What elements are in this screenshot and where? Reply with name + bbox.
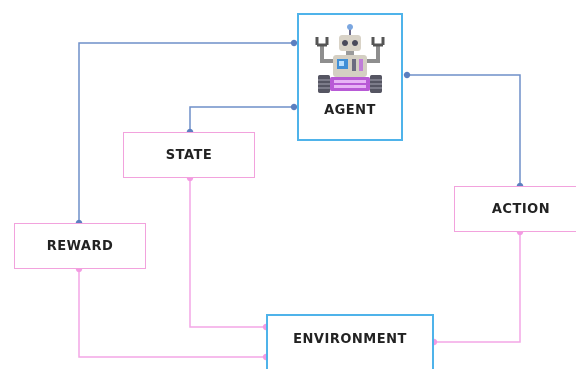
state-label: STATE	[165, 147, 213, 163]
environment-node[interactable]: ENVIRONMENT	[266, 314, 434, 369]
agent-node[interactable]: AGENT	[297, 13, 403, 141]
dot	[403, 71, 411, 79]
edge-agent-action	[407, 74, 521, 186]
robot-icon	[315, 24, 385, 93]
edge-agent-reward	[78, 42, 294, 223]
reward-node[interactable]: REWARD	[14, 223, 146, 269]
agent-label: AGENT	[324, 103, 376, 118]
action-node[interactable]: ACTION	[454, 186, 576, 232]
edge-agent-state	[189, 106, 294, 132]
action-label: ACTION	[491, 201, 551, 217]
dot	[290, 39, 298, 47]
environment-label: ENVIRONMENT	[293, 332, 407, 347]
edge-state-environment	[189, 178, 266, 328]
edge-reward-environment	[78, 269, 266, 358]
reward-label: REWARD	[46, 238, 114, 254]
edge-environment-action	[434, 232, 521, 343]
state-node[interactable]: STATE	[123, 132, 255, 178]
dot	[290, 103, 298, 111]
